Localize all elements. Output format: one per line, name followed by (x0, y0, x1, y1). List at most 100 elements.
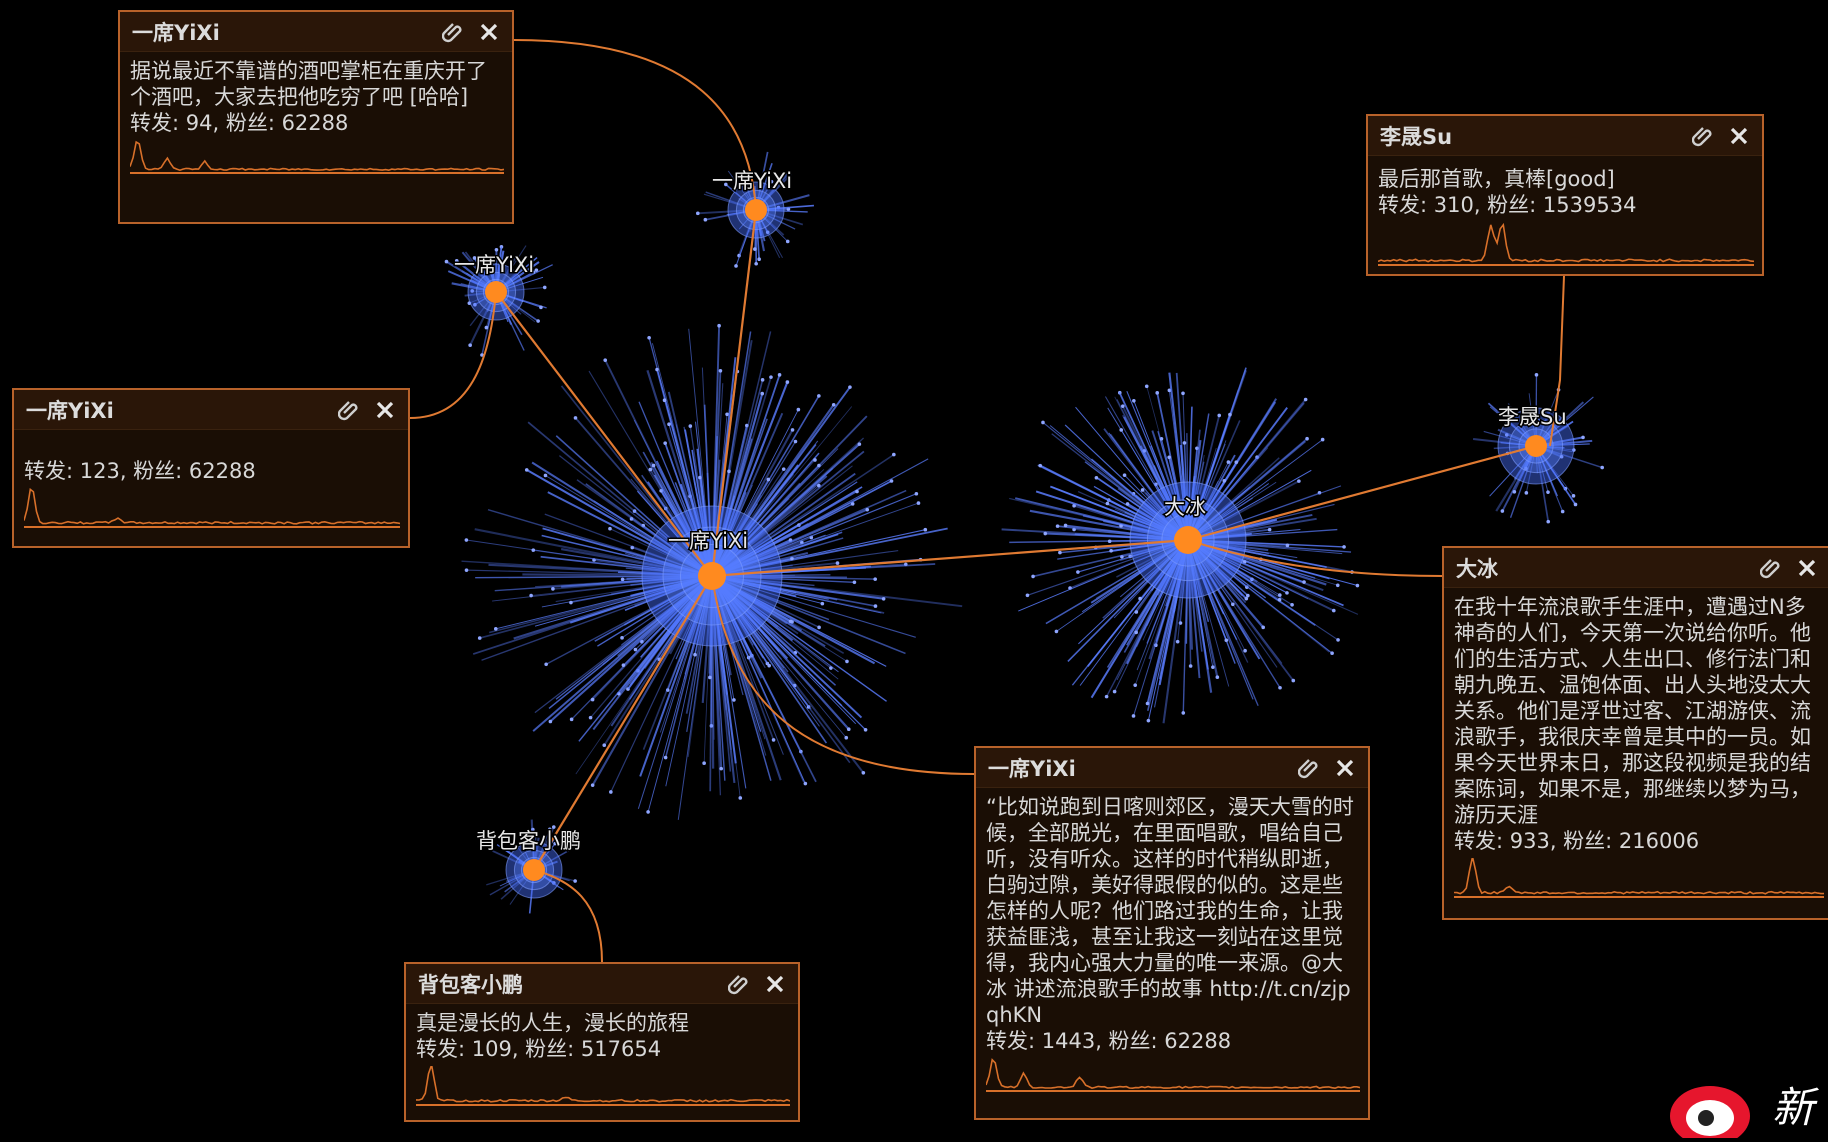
repost-dot (767, 664, 771, 668)
panel-title: 一席YiXi (132, 17, 430, 47)
repost-dot (1216, 675, 1220, 679)
repost-dot (734, 264, 738, 268)
panel-title: 背包客小鹏 (418, 969, 716, 999)
repost-dot (1600, 466, 1604, 470)
repost-dot (708, 676, 712, 680)
panel-title: 大冰 (1456, 553, 1748, 583)
repost-dot (719, 767, 723, 771)
repost-dot (804, 782, 808, 786)
repost-dot (753, 247, 757, 251)
close-icon[interactable] (1726, 123, 1752, 149)
repost-dot (1076, 570, 1080, 574)
repost-dot (915, 492, 919, 496)
repost-dot (603, 358, 607, 362)
repost-dot (767, 478, 771, 482)
repost-sparkline (1454, 858, 1824, 898)
panel-body: 转发: 123, 粉丝: 62288 (14, 430, 408, 528)
repost-dot (1119, 428, 1123, 432)
repost-dot (1286, 544, 1290, 548)
repost-dot (797, 408, 801, 412)
repost-dot (1234, 460, 1238, 464)
repost-dot (1228, 413, 1232, 417)
repost-dot (525, 468, 529, 472)
repost-dot (485, 326, 489, 330)
repost-dot (1147, 719, 1151, 723)
repost-stats: 转发: 123, 粉丝: 62288 (24, 458, 398, 484)
repost-dot (574, 416, 578, 420)
repost-dot (1285, 591, 1289, 595)
attachment-icon[interactable] (1296, 755, 1322, 781)
user-node[interactable] (1525, 435, 1547, 457)
repost-dot (769, 375, 773, 379)
repost-dot (1574, 503, 1578, 507)
repost-dot (1342, 545, 1346, 549)
repost-dot (1546, 520, 1550, 524)
repost-dot (1245, 597, 1249, 601)
repost-dot (1109, 549, 1113, 553)
node-label: 大冰 (1164, 495, 1206, 519)
repost-dot (1183, 441, 1187, 445)
panel-body: 在我十年流浪歌手生涯中，遭遇过N多神奇的人们，今天第一次说给你听。他们的生活方式… (1444, 588, 1828, 898)
repost-dot (1141, 488, 1145, 492)
repost-dot (495, 248, 499, 252)
tweet-panel-yixi-left: 一席YiXi 转发: 123, 粉丝: 62288 (12, 388, 410, 548)
repost-dot (832, 403, 836, 407)
repost-dot (570, 718, 574, 722)
attachment-icon[interactable] (1690, 123, 1716, 149)
repost-sparkline (130, 140, 504, 174)
repost-dot (1278, 686, 1282, 690)
repost-dot (689, 424, 693, 428)
user-node[interactable] (523, 859, 545, 881)
repost-dot (817, 626, 821, 630)
repost-dot (1134, 631, 1138, 635)
user-node[interactable] (698, 562, 726, 590)
panel-header: 一席YiXi (976, 748, 1368, 788)
attachment-icon[interactable] (336, 397, 362, 423)
repost-dot (1031, 575, 1035, 579)
repost-dot (844, 736, 848, 740)
sparkline-path (130, 142, 504, 170)
close-icon[interactable] (1794, 555, 1820, 581)
repost-dot (813, 458, 817, 462)
attachment-icon[interactable] (440, 19, 466, 45)
panel-title: 一席YiXi (988, 753, 1286, 783)
close-icon[interactable] (476, 19, 502, 45)
repost-dot (1108, 539, 1112, 543)
user-node[interactable] (745, 199, 767, 221)
repost-dot (760, 392, 764, 396)
repost-dot (664, 756, 668, 760)
repost-dot (663, 441, 667, 445)
repost-dot (1321, 438, 1325, 442)
repost-dot (704, 218, 708, 222)
node-label: 一席YiXi (454, 253, 534, 277)
user-node[interactable] (485, 281, 507, 303)
repost-dot (738, 796, 742, 800)
close-icon[interactable] (372, 397, 398, 423)
tweet-text: “比如说跑到日喀则郊区，漫天大雪的时候，全部脱光，在里面唱歌，唱给自己听，没有听… (986, 794, 1358, 1028)
panel-body: “比如说跑到日喀则郊区，漫天大雪的时候，全部脱光，在里面唱歌，唱给自己听，没有听… (976, 788, 1368, 1092)
logo-text: 新 (1772, 1074, 1814, 1135)
repost-dot (1356, 584, 1360, 588)
repost-dot (1145, 384, 1149, 388)
node-label: 背包客小鹏 (476, 829, 581, 853)
repost-dot (1572, 494, 1576, 498)
panel-header: 李晟Su (1368, 116, 1762, 156)
repost-dot (855, 490, 859, 494)
sparkline-path (1378, 225, 1754, 262)
repost-dot (1278, 598, 1282, 602)
node-label: 一席YiXi (668, 529, 748, 553)
repost-sparkline (986, 1058, 1360, 1092)
repost-stats: 转发: 1443, 粉丝: 62288 (986, 1028, 1358, 1054)
repost-dot (1189, 664, 1193, 668)
user-node[interactable] (1174, 526, 1202, 554)
repost-dot (853, 580, 857, 584)
repost-dot (719, 369, 723, 373)
close-icon[interactable] (762, 971, 788, 997)
panel-title: 李晟Su (1380, 121, 1680, 151)
close-icon[interactable] (1332, 755, 1358, 781)
attachment-icon[interactable] (726, 971, 752, 997)
attachment-icon[interactable] (1758, 555, 1784, 581)
tweet-panel-backpack: 背包客小鹏 真是漫长的人生，漫长的旅程 转发: 109, 粉丝: 517654 (404, 962, 800, 1122)
repost-sparkline (24, 488, 400, 528)
repost-dot (445, 260, 449, 264)
